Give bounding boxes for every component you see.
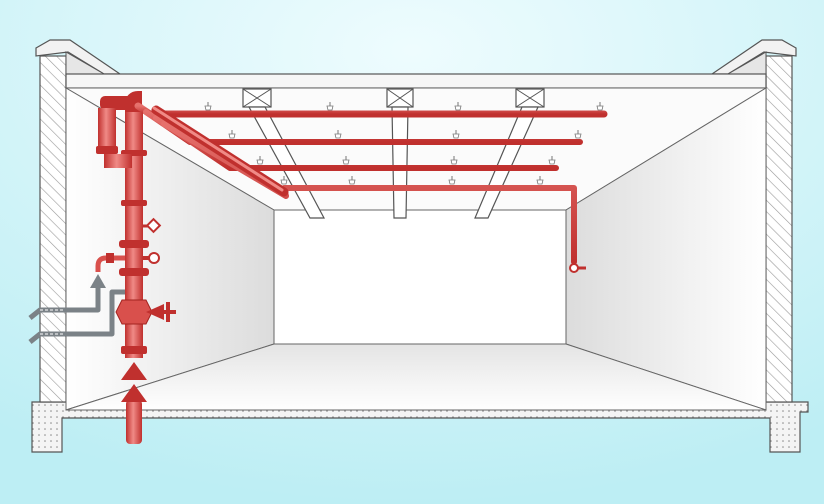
foundation bbox=[31, 401, 809, 453]
inspector-test-valve-icon bbox=[569, 263, 579, 273]
right-outer-wall bbox=[765, 55, 793, 403]
main-riser bbox=[95, 91, 176, 444]
secondary-supply-lines bbox=[28, 274, 130, 344]
left-outer-wall bbox=[39, 55, 67, 403]
right-roof-cap bbox=[710, 39, 797, 75]
upper-supply-pipe bbox=[28, 284, 101, 320]
sprinkler-branch-lines bbox=[134, 102, 608, 273]
ceiling-slab bbox=[65, 73, 767, 89]
room-interior bbox=[64, 87, 768, 411]
up-arrow-icon bbox=[121, 384, 147, 402]
back-wall bbox=[273, 209, 567, 345]
gauge-icon bbox=[148, 252, 160, 264]
flow-arrow-icon bbox=[90, 274, 106, 288]
valve-icon bbox=[115, 299, 153, 325]
lower-supply-pipe bbox=[28, 289, 130, 344]
up-arrow-icon bbox=[121, 362, 147, 380]
fitting-icon bbox=[145, 217, 162, 234]
